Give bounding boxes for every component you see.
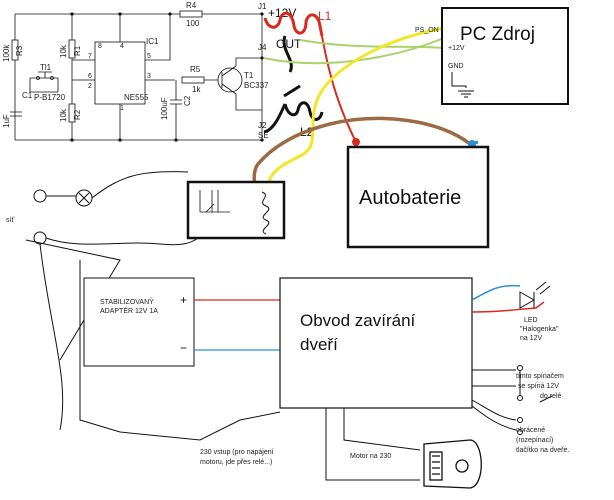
pin-ps-on: PS_ON [415, 27, 439, 34]
svg-text:6: 6 [88, 73, 92, 80]
adapter: STABILIZOVANÝ ADAPTÉR 12V 1A + − [83, 277, 195, 367]
svg-text:na 12V: na 12V [520, 335, 543, 342]
ic1-part: NE555 [124, 93, 149, 102]
svg-text:7: 7 [88, 53, 92, 60]
ic1-label: IC1 [146, 37, 159, 46]
c1-label: C1 [22, 91, 33, 100]
pin-12v: +12V [448, 45, 465, 52]
svg-text:obrácené: obrácené [516, 427, 545, 434]
svg-text:tlačítko na dveře.: tlačítko na dveře. [516, 447, 569, 454]
adapter-line1: STABILIZOVANÝ [100, 297, 154, 306]
r2-label: R2 [73, 109, 82, 120]
t1-label: T1 [244, 71, 254, 80]
door-button-symbol [471, 399, 523, 435]
c1-value: 1uF [2, 114, 11, 128]
mains-label: síť [6, 217, 14, 224]
r2-value: 10k [59, 108, 68, 122]
t1-part: BC337 [244, 81, 269, 90]
r1-value: 10k [59, 44, 68, 58]
r5-label: R5 [190, 65, 201, 74]
j1-label: J1 [258, 2, 267, 11]
svg-text:se spíná 12V: se spíná 12V [518, 383, 559, 390]
svg-text:LED: LED [524, 317, 538, 324]
switch-symbol [472, 365, 553, 403]
adapter-line2: ADAPTÉR 12V 1A [100, 306, 158, 315]
svg-text:tímto spínačem: tímto spínačem [516, 373, 564, 380]
svg-text:8: 8 [98, 43, 102, 50]
pin-gnd: GND [448, 63, 464, 70]
door-circuit-line2: dveří [300, 335, 338, 354]
adapter-minus: − [180, 341, 187, 355]
j4-net: OUT [276, 37, 302, 51]
svg-text:1: 1 [120, 105, 124, 112]
r3-value: 100k [2, 44, 11, 62]
tl1-label: Tl1 [40, 63, 52, 72]
door-circuit: Obvod zavírání dveří [279, 277, 473, 409]
svg-text:5: 5 [147, 53, 151, 60]
svg-text:4: 4 [120, 43, 124, 50]
mains-input [25, 171, 281, 441]
svg-text:3: 3 [147, 73, 151, 80]
adapter-plus: + [180, 293, 187, 307]
c2-value: 100uF [160, 97, 169, 120]
svg-text:do relé: do relé [540, 393, 562, 400]
svg-text:"Halogenka": "Halogenka" [520, 326, 559, 333]
r3-label: R3 [15, 45, 24, 56]
pc-power-supply: PC Zdroj PS_ON +12V GND [415, 7, 569, 105]
r4-label: R4 [186, 1, 197, 10]
svg-text:(rozepínací): (rozepínací) [516, 437, 553, 444]
timer-schematic [10, 10, 263, 141]
svg-text:230 vstup (pro napájení: 230 vstup (pro napájení [200, 449, 274, 456]
motor-symbol [423, 439, 482, 489]
coil-l1 [263, 11, 324, 37]
j2-label: J2 [258, 121, 267, 130]
r1-label: R1 [73, 45, 82, 56]
relay [186, 180, 286, 240]
j2-net: SE [258, 131, 269, 140]
car-battery: Autobaterie [346, 145, 490, 249]
pc-power-title: PC Zdroj [460, 24, 535, 45]
r5-value: 1k [192, 85, 201, 94]
svg-text:2: 2 [88, 83, 92, 90]
motor-label: Motor na 230 [350, 453, 391, 460]
door-circuit-line1: Obvod zavírání [300, 311, 416, 330]
c2-label: C2 [183, 95, 192, 106]
coil-l2 [283, 101, 324, 121]
tl1-part: P-B1720 [34, 93, 66, 102]
svg-text:motoru, jde přes relé...): motoru, jde přes relé...) [200, 459, 272, 466]
led-symbol [519, 281, 551, 309]
j4-label: J4 [258, 43, 267, 52]
r4-value: 100 [186, 19, 200, 28]
battery-label: Autobaterie [359, 187, 461, 209]
coil-l1-label: L1 [318, 9, 332, 23]
